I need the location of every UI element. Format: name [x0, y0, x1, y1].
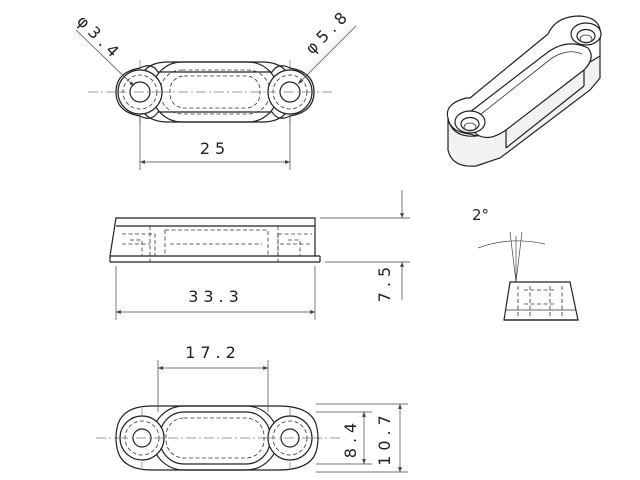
bottom-view: 17.2 8.4 10.7 — [96, 343, 408, 473]
front-view: 33.3 7.5 — [109, 190, 410, 320]
dim-body-width: 8.4 — [341, 418, 360, 458]
side-view: 2° — [472, 206, 579, 321]
dim-hole-small: φ3.4 — [73, 11, 126, 64]
isometric-view — [446, 15, 602, 167]
dim-draft-angle: 2° — [472, 206, 489, 224]
dim-hole-pitch: 25 — [200, 139, 230, 158]
dim-overall-length: 33.3 — [188, 287, 244, 306]
dim-hole-large: φ5.8 — [301, 5, 354, 58]
dim-body-length: 17.2 — [185, 343, 241, 362]
dim-overall-width: 10.7 — [375, 410, 394, 466]
top-view: φ3.4 φ5.8 25 — [73, 5, 357, 170]
dim-height: 7.5 — [375, 262, 394, 302]
